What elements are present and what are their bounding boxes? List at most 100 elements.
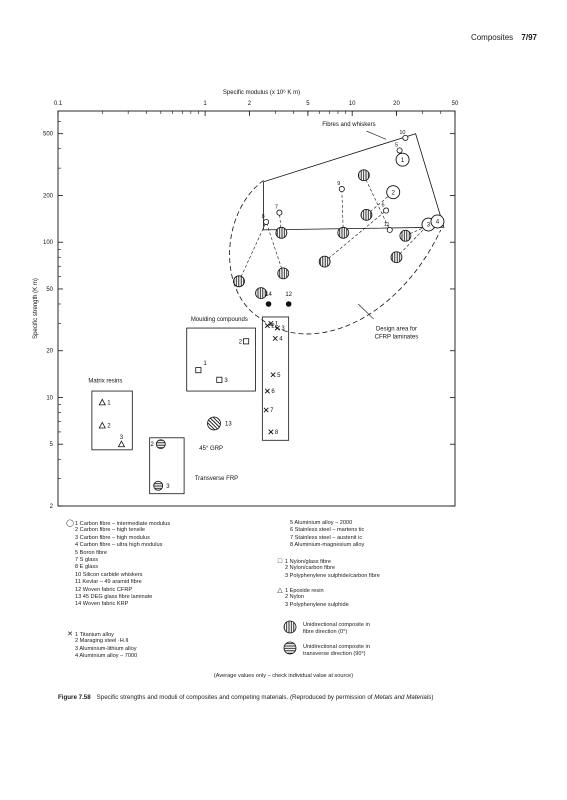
legend-row: ◯1 Carbon fibre – intermediate modulus xyxy=(65,520,170,527)
legend-resins: △1 Epoxide resin 2 Nylon 3 Polyphenylene… xyxy=(275,587,349,609)
legend-row: ✕1 Titanium alloy xyxy=(65,631,137,638)
metal-marker xyxy=(263,407,269,413)
legend-row: 12 Woven fabric CFRP xyxy=(65,587,170,594)
legend-row: 6 Stainless steel – martens tic xyxy=(290,527,364,534)
legend-row: 2 Nylon xyxy=(275,594,349,601)
legend-row: 2 Carbon fibre – high tensile xyxy=(65,527,170,534)
y-tick-label: 5 xyxy=(50,442,54,448)
metal-label: 1 xyxy=(275,321,279,327)
figure-label: Figure 7.58 xyxy=(58,694,91,701)
legend-item: 2 Nylon xyxy=(285,594,304,601)
carbon-fibre-marker xyxy=(430,214,445,229)
legend-row: transverse direction (90°) xyxy=(303,651,370,658)
matrix-resin-label: 3 xyxy=(120,435,124,441)
ud-fibre-direction-marker xyxy=(318,255,331,268)
design-area-pointer xyxy=(358,303,374,320)
carbon-fibre-label: 2 xyxy=(391,189,395,196)
metal-label: 3 xyxy=(281,326,285,332)
fibre-label: 10 xyxy=(399,130,405,136)
legend-item: 1 Carbon fibre – intermediate modulus xyxy=(75,521,171,527)
legend-item: 1 Nylon/glass fibre xyxy=(285,559,332,565)
legend-item: 3 Polyphenylene sulphide xyxy=(285,601,349,608)
moulding-compound-marker xyxy=(195,367,202,374)
y-tick-label: 200 xyxy=(43,193,54,199)
x-tick-label: 5 xyxy=(306,101,310,107)
fibre-label: 5 xyxy=(395,142,398,148)
woven-fabric-marker xyxy=(285,301,292,307)
ud-fibre-direction-marker xyxy=(277,267,290,280)
design-area-annotation: CFRP laminates xyxy=(375,335,419,341)
fibre-marker xyxy=(276,209,283,216)
metals-box xyxy=(261,316,290,441)
legend-moulding: □1 Nylon/glass fibre 2 Nylon/carbon fibr… xyxy=(275,558,380,580)
fibre-marker xyxy=(386,226,393,233)
fibres-whiskers-annotation: Fibres and whiskers xyxy=(322,122,375,128)
fibre-composite-link xyxy=(279,212,282,233)
plot-frame xyxy=(57,110,456,507)
y-axis-label: Specific strength (K m) xyxy=(33,278,39,339)
fibre-composite-link xyxy=(396,224,429,258)
fibre-marker xyxy=(383,207,390,214)
legend-item: 11 Kevlar – 49 aramid fibre xyxy=(75,579,142,586)
carbon-fibre-marker xyxy=(386,185,401,200)
matrix-resins-box xyxy=(91,390,133,451)
caption-text: Specific strengths and moduli of composi… xyxy=(96,694,373,701)
legend-item: 2 Maraging steel ·H.II xyxy=(75,638,129,645)
legend-row: 3 Polyphenylene sulphide xyxy=(275,602,349,609)
page-header: Composites 7/97 xyxy=(471,33,537,42)
legend-metals-2: 5 Aluminium alloy – 2000 6 Stainless ste… xyxy=(290,520,364,550)
metal-label: 6 xyxy=(271,389,275,395)
fibre-composite-link xyxy=(363,175,391,231)
legend-item: 8 Aluminium-magnesium alloy xyxy=(290,542,365,549)
legend-row: 5 Boron fibre xyxy=(65,550,170,557)
design-area-annotation: Design area for xyxy=(376,327,417,333)
legend-row: 4 Aluminium alloy – 7000 xyxy=(65,653,137,660)
legend-row: 4 Carbon fibre – ultra high modulus xyxy=(65,542,170,549)
fibre-marker xyxy=(263,218,270,225)
legend-row: 2 Maraging steel ·H.II xyxy=(65,638,137,645)
metal-marker xyxy=(274,325,280,331)
transverse-frp-annotation: Transverse FRP xyxy=(195,476,238,482)
legend-item: fibre direction (0°) xyxy=(303,629,348,636)
glass-laminate-marker xyxy=(207,416,221,431)
legend-row: 3 Aluminium-lithium alloy xyxy=(65,646,137,653)
legend-row: Unidirectional composite in xyxy=(303,622,370,629)
legend-item: 5 Boron fibre xyxy=(75,549,108,556)
legend-row: 10 Silicon carbide whiskers xyxy=(65,572,170,579)
transverse-frp-box xyxy=(149,437,185,495)
45-grp-annotation: 45° GRP xyxy=(199,446,223,452)
matrix-resin-marker xyxy=(117,440,126,448)
ud-transverse-label: 3 xyxy=(166,484,170,490)
legend-item: 13 45 DEG glass fibre laminate xyxy=(75,593,153,600)
legend-item: 12 Woven fabric CFRP xyxy=(75,586,133,593)
metal-marker xyxy=(272,335,278,341)
legend-fibres: ◯1 Carbon fibre – intermediate modulus 2… xyxy=(65,520,170,609)
fibre-label: 7 xyxy=(275,205,278,211)
legend-row: 7 S glass xyxy=(65,557,170,564)
legend-row: △1 Epoxide resin xyxy=(275,587,349,594)
glass-laminate-label: 13 xyxy=(225,421,232,427)
circle-icon: ◯ xyxy=(66,520,74,527)
ud-fibre-direction-marker xyxy=(357,169,370,182)
ud-fibre-direction-marker xyxy=(360,208,373,221)
legend-item: 7 Stainless steel – austenit ic xyxy=(290,534,363,541)
moulding-compound-label: 2 xyxy=(239,339,243,345)
metal-marker xyxy=(270,372,276,378)
fibres-region xyxy=(263,133,445,231)
legend-row: 3 Carbon fibre – high modulus xyxy=(65,535,170,542)
metal-marker xyxy=(264,388,270,394)
metal-label: 4 xyxy=(279,336,283,342)
ud-transverse-marker xyxy=(153,480,164,491)
legend-row: □1 Nylon/glass fibre xyxy=(275,558,380,565)
woven-fabric-label: 12 xyxy=(285,292,292,298)
legend-item: 2 Nylon/carbon fibre xyxy=(285,565,336,572)
legend-ud-fibre: Unidirectional composite in fibre direct… xyxy=(303,622,370,637)
caption-end: ) xyxy=(431,694,434,701)
x-tick-label: 50 xyxy=(452,101,459,107)
x-tick-label: 0.1 xyxy=(54,101,63,107)
legend-item: 8 E glass xyxy=(75,564,99,571)
metal-marker xyxy=(264,323,270,329)
x-axis-label: Specific modulus (x 10⁶ K m) xyxy=(223,89,300,96)
carbon-fibre-label: 3 xyxy=(427,222,431,229)
triangle-icon: △ xyxy=(277,587,283,594)
